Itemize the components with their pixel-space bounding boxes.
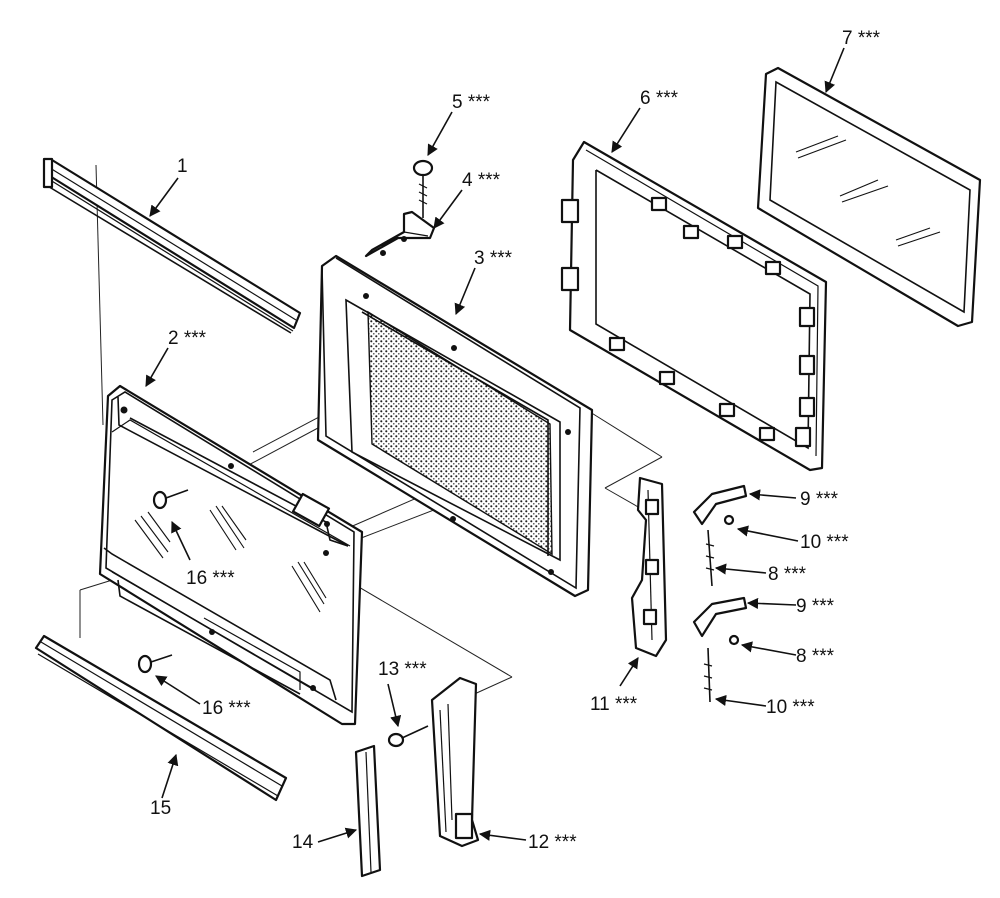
- label-part-2: 2 ***: [168, 328, 207, 349]
- side-trim-bracket: [430, 676, 480, 848]
- hinge-bracket: [364, 210, 436, 258]
- glass-glint-marks: [134, 505, 327, 613]
- label-part-10-upper: 10 ***: [800, 532, 849, 553]
- inner-liner-frame: [560, 140, 828, 472]
- label-part-9-lower: 9 ***: [796, 596, 835, 617]
- label-part-1: 1: [177, 156, 188, 177]
- label-part-11: 11 ***: [590, 694, 638, 715]
- label-part-9-upper: 9 ***: [800, 489, 839, 510]
- label-part-7: 7 ***: [842, 28, 881, 49]
- label-part-5: 5 ***: [452, 92, 491, 113]
- leader-arrows: [145, 47, 845, 843]
- label-part-12: 12 ***: [528, 832, 577, 853]
- inner-door-frame: [316, 254, 594, 598]
- outer-door-panel: [98, 384, 364, 726]
- frame-clips: [560, 196, 816, 448]
- top-trim-strip: [42, 157, 302, 334]
- label-part-10-lower: 10 ***: [766, 697, 815, 718]
- label-part-8-lower: 8 ***: [796, 646, 835, 667]
- label-part-16-lower: 16 ***: [202, 698, 251, 719]
- bottom-trim-strip: [34, 634, 288, 802]
- label-part-3: 3 ***: [474, 248, 513, 269]
- label-part-13: 13 ***: [378, 659, 427, 680]
- hinge-link-upper: [692, 484, 748, 587]
- label-part-16-upper: 16 ***: [186, 568, 235, 589]
- label-part-8-upper: 8 ***: [768, 564, 807, 585]
- label-part-15: 15: [150, 798, 171, 819]
- part-labels: 1 2 *** 3 *** 4 *** 5 *** 6 *** 7 *** 9 …: [150, 28, 881, 853]
- hinge-plate: [630, 476, 668, 658]
- screw-13: [387, 725, 429, 748]
- glass-panel: [756, 66, 982, 328]
- label-part-6: 6 ***: [640, 88, 679, 109]
- side-trim: [354, 744, 382, 878]
- screw-5: [412, 159, 434, 218]
- label-part-4: 4 ***: [462, 170, 501, 191]
- label-part-14: 14: [292, 832, 314, 853]
- hinge-link-lower: [692, 596, 748, 703]
- screw-16-upper: [152, 489, 189, 510]
- screw-16-lower: [137, 654, 173, 674]
